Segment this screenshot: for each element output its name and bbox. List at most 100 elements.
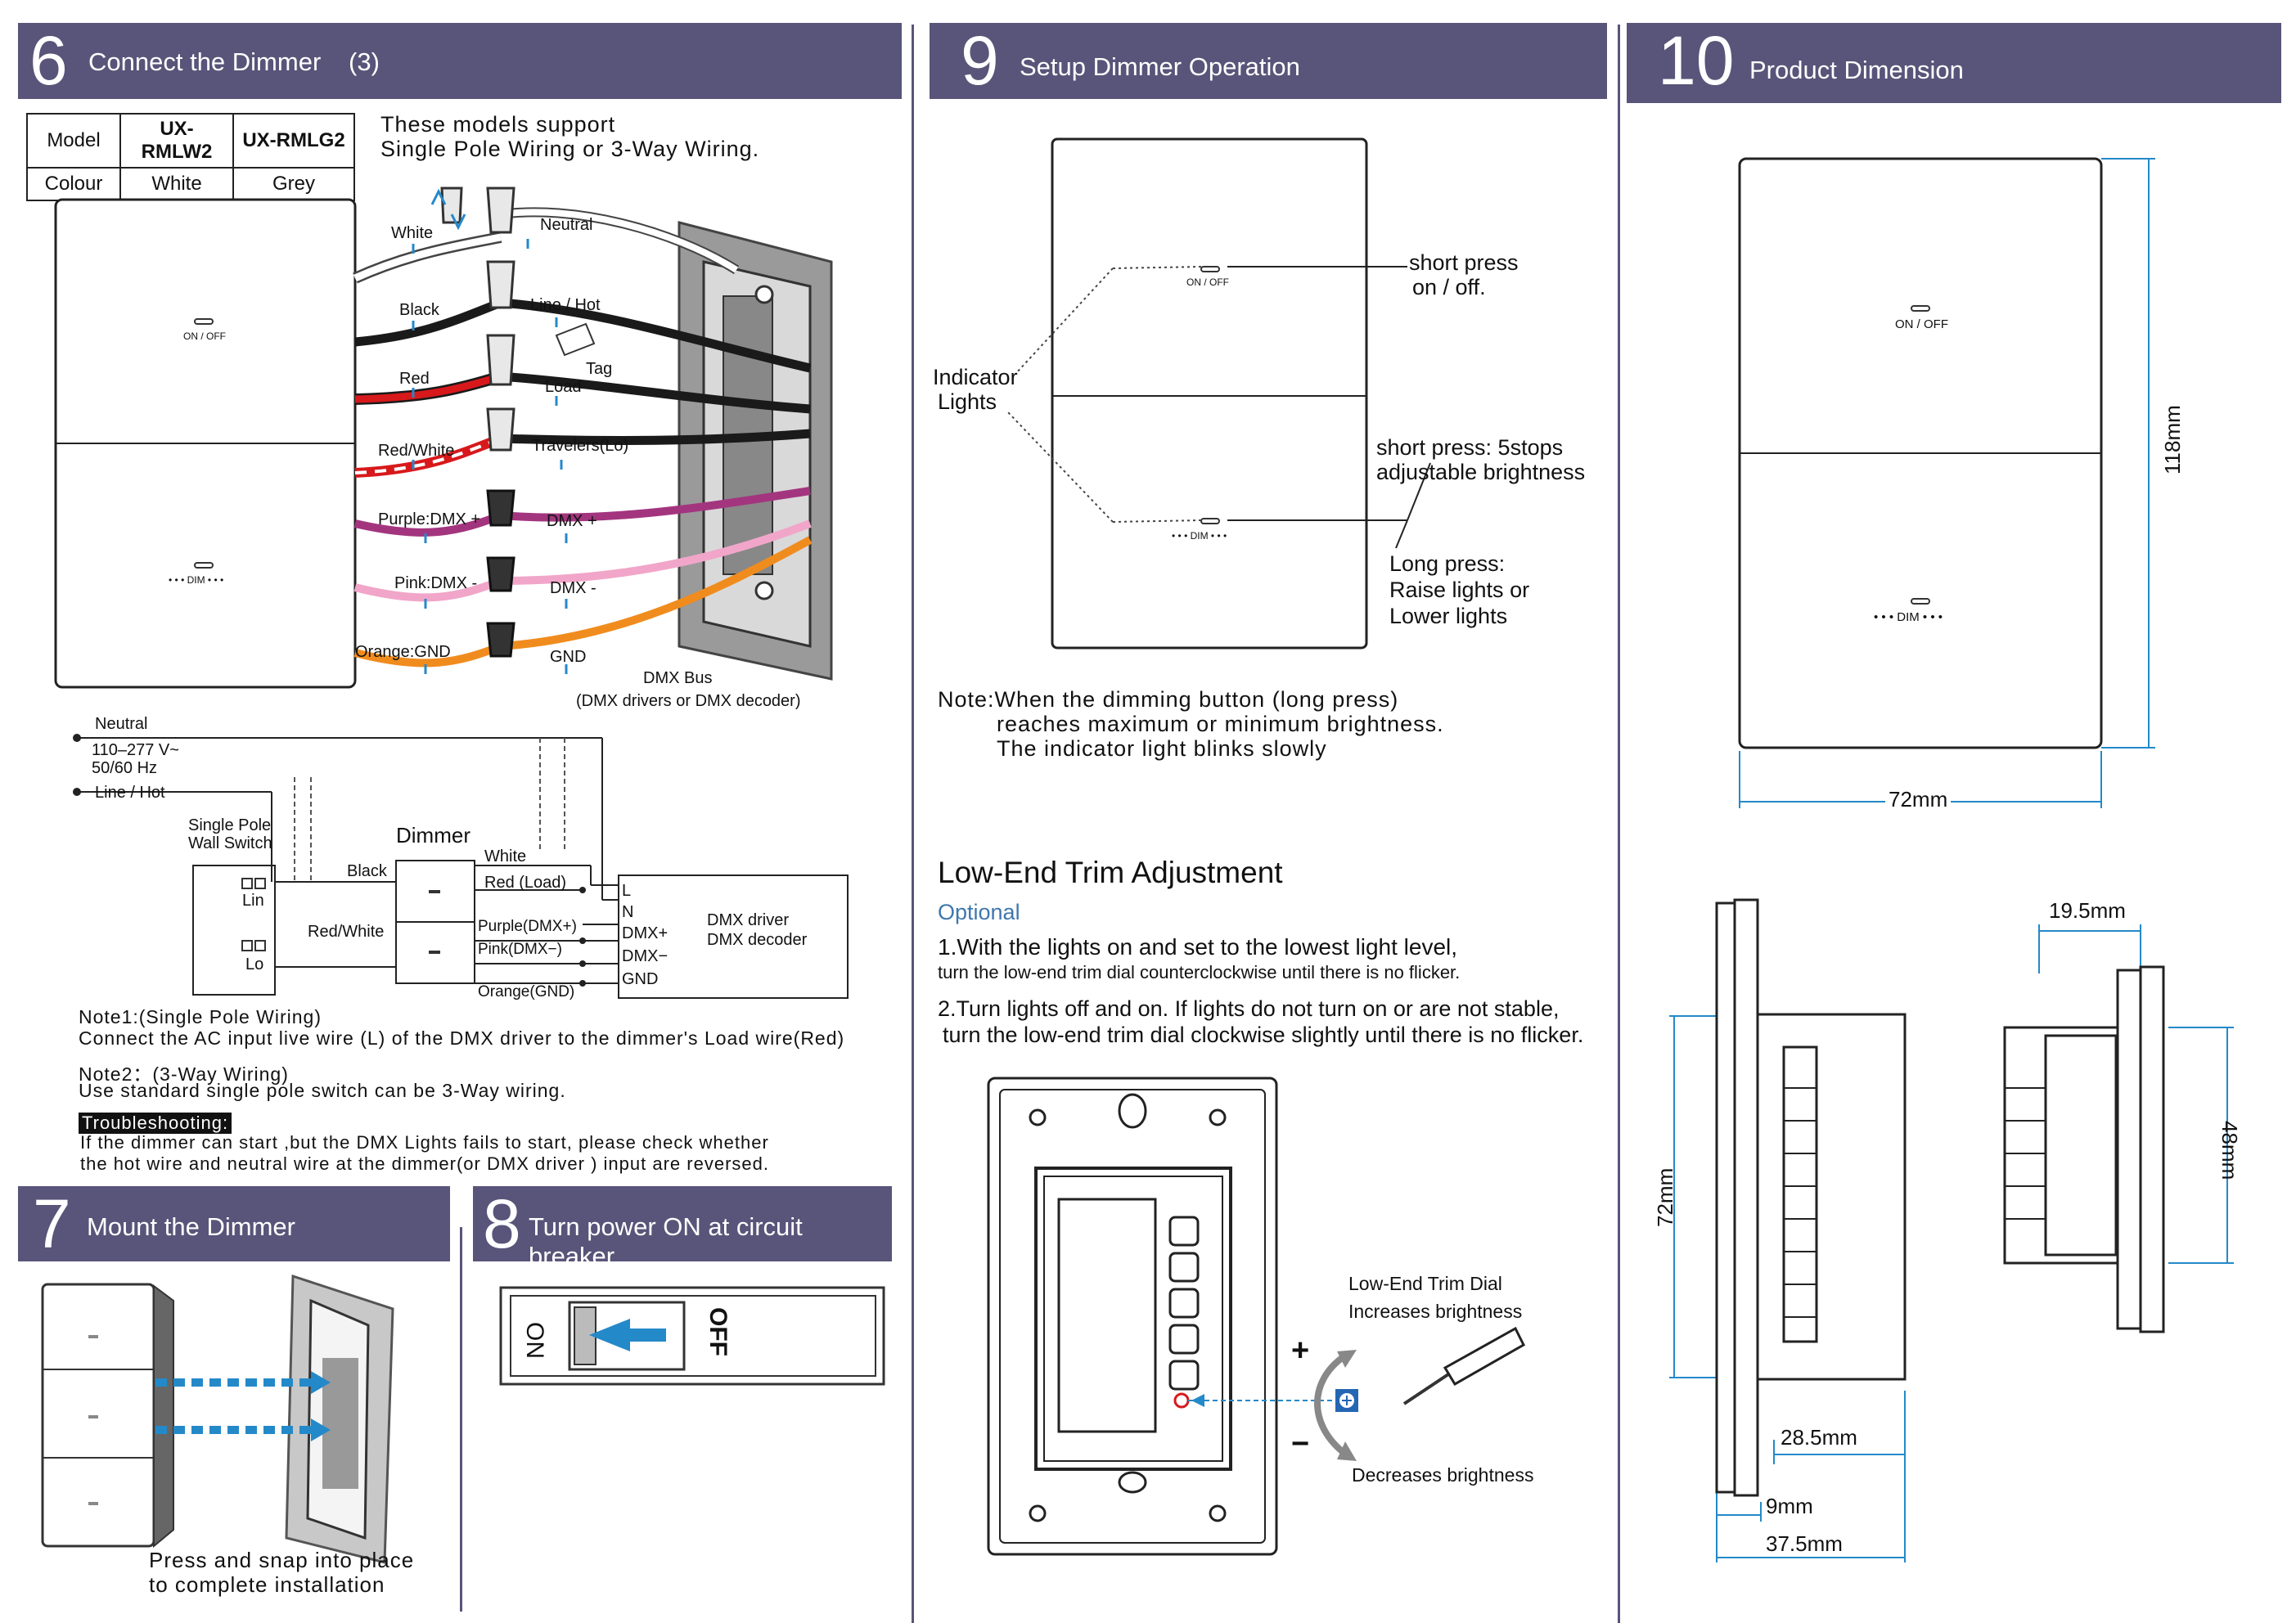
- label-red-white: Red/White: [378, 442, 455, 460]
- sch-N: N: [622, 903, 634, 921]
- breaker-frame: [499, 1286, 885, 1386]
- sch-switch-2: Wall Switch: [188, 834, 272, 852]
- sch-neutral: Neutral: [95, 715, 148, 733]
- dial-label-1: Low-End Trim Dial: [1348, 1273, 1502, 1294]
- dial-label-2: Increases brightness: [1348, 1301, 1523, 1322]
- mount-panel: [41, 1283, 155, 1548]
- trim-title: Low-End Trim Adjustment: [938, 856, 1283, 889]
- sch-dmx-minus: DMX−: [622, 947, 669, 965]
- short-dim-2: adjustable brightness: [1376, 460, 1586, 484]
- sch-red-load: Red (Load): [484, 874, 567, 892]
- short-dim-1: short press: 5stops: [1376, 435, 1564, 460]
- dial-minus: −: [1291, 1427, 1310, 1461]
- troubleshooting-label: Troubleshooting:: [79, 1113, 232, 1134]
- tag-icon: [555, 322, 596, 357]
- operation-panel: [1051, 137, 1368, 650]
- trim-step-2b: turn the low-end trim dial clockwise sli…: [943, 1023, 1584, 1047]
- section-divider-7-8: [460, 1227, 462, 1612]
- note1-title: Note1:(Single Pole Wiring): [79, 1006, 322, 1027]
- indicator-label-2: Lights: [938, 389, 997, 414]
- sch-pink: Pink(DMX−): [478, 941, 562, 958]
- support-line-2: Single Pole Wiring or 3-Way Wiring.: [380, 137, 760, 161]
- label-purple: Purple:DMX +: [378, 510, 481, 528]
- sch-switch-1: Single Pole: [188, 816, 272, 834]
- section-number: 9: [961, 22, 999, 99]
- indicator-label-1: Indicator: [933, 365, 1018, 389]
- rotation-arrow-icon: [1314, 1355, 1344, 1454]
- colour-a: White: [119, 167, 234, 201]
- note2-text: Use standard single pole switch can be 3…: [79, 1080, 566, 1101]
- sch-gnd: GND: [622, 970, 659, 988]
- dimension-lines: [1669, 158, 2234, 1562]
- column-divider-right: [1618, 25, 1620, 1623]
- op-note-2: reaches maximum or minimum brightness.: [997, 712, 1444, 736]
- wire-nut-white: [440, 187, 463, 224]
- op-dim-label: • • • DIM • • •: [1172, 530, 1227, 542]
- trim-step-2a: 2.Turn lights off and on. If lights do n…: [938, 996, 1560, 1021]
- box-bracket: [723, 295, 773, 575]
- panel-dim-label: • • • DIM • • •: [169, 574, 224, 586]
- dimension-48: 48mm: [2217, 1121, 2242, 1180]
- section-title: Turn power ON at circuit breaker: [529, 1212, 803, 1270]
- wire-nut-dmx-plus: [486, 489, 515, 527]
- section-number: 6: [29, 22, 68, 99]
- trim-module: [1034, 1167, 1232, 1471]
- long-press-2: Raise lights or: [1389, 578, 1530, 602]
- section-9-header: 9 Setup Dimmer Operation: [930, 23, 1607, 99]
- sch-white: White: [484, 847, 527, 865]
- label-pink: Pink:DMX -: [394, 574, 478, 592]
- sch-orange: Orange(GND): [478, 983, 575, 1000]
- mount-caption-1: Press and snap into place: [149, 1548, 415, 1572]
- long-press-1: Long press:: [1389, 551, 1506, 576]
- model-b: UX-RMLG2: [232, 113, 355, 169]
- sch-black: Black: [347, 862, 387, 880]
- section-number: 7: [33, 1185, 71, 1262]
- sch-voltage: 110–277 V~: [92, 741, 179, 759]
- note1-text: Connect the AC input live wire (L) of th…: [79, 1027, 845, 1049]
- section-title: Setup Dimmer Operation: [1020, 52, 1300, 81]
- short-press-2: on / off.: [1412, 275, 1486, 299]
- op-note-1: Note:When the dimming button (long press…: [938, 687, 1399, 712]
- op-dim-led: [1200, 518, 1220, 524]
- mount-caption-2: to complete installation: [149, 1572, 385, 1597]
- label-travelers: Travelers(Lo): [532, 437, 629, 455]
- label-red: Red: [399, 370, 430, 388]
- section-number: 10: [1658, 22, 1735, 99]
- dim-onoff-label: ON / OFF: [1895, 317, 1948, 331]
- dimension-height-118: 118mm: [2160, 405, 2185, 474]
- dial-label-3: Decreases brightness: [1352, 1464, 1534, 1486]
- twist-arrow-icon: [430, 188, 447, 205]
- sch-purple: Purple(DMX+): [478, 918, 577, 935]
- box-screw-bottom: [754, 581, 774, 600]
- label-load: Load: [545, 378, 582, 396]
- op-onoff-label: ON / OFF: [1186, 276, 1229, 288]
- wire-nut-dmx-minus: [486, 556, 515, 592]
- wire-nut-gnd: [486, 622, 515, 658]
- dimension-depth-28-5: 28.5mm: [1781, 1425, 1857, 1450]
- onoff-led: [194, 318, 214, 325]
- breaker-toggle: [568, 1301, 686, 1371]
- box-screw-top: [754, 285, 774, 304]
- screwdriver-icon: [1402, 1326, 1525, 1405]
- label-dmx-plus: DMX +: [547, 512, 597, 530]
- section-title: Connect the Dimmer: [88, 47, 322, 76]
- section-subtitle: (3): [349, 47, 380, 76]
- operation-callouts: [1227, 266, 1431, 549]
- model-table: Model UX-RMLW2 UX-RMLG2 Colour White Gre…: [26, 113, 355, 201]
- label-orange: Orange:GND: [355, 643, 451, 661]
- label-dmx-minus: DMX -: [550, 579, 597, 597]
- label-dmx-bus-detail: (DMX drivers or DMX decoder): [576, 692, 801, 710]
- dial-plus: +: [1291, 1333, 1310, 1368]
- sch-dimmer: Dimmer: [396, 823, 470, 847]
- sch-driver-1: DMX driver: [707, 911, 790, 929]
- wire-white: [353, 232, 502, 284]
- section-title: Mount the Dimmer: [87, 1212, 295, 1241]
- dimension-front: [1738, 157, 2103, 749]
- section-10-header: 10 Product Dimension: [1627, 23, 2281, 103]
- dimension-depth-37-5: 37.5mm: [1766, 1531, 1843, 1556]
- sch-line-hot: Line / Hot: [95, 784, 165, 802]
- support-line-1: These models support: [380, 112, 616, 137]
- panel-onoff-label: ON / OFF: [183, 330, 226, 342]
- wall-box: [702, 260, 812, 648]
- schematic-lines: [73, 734, 849, 999]
